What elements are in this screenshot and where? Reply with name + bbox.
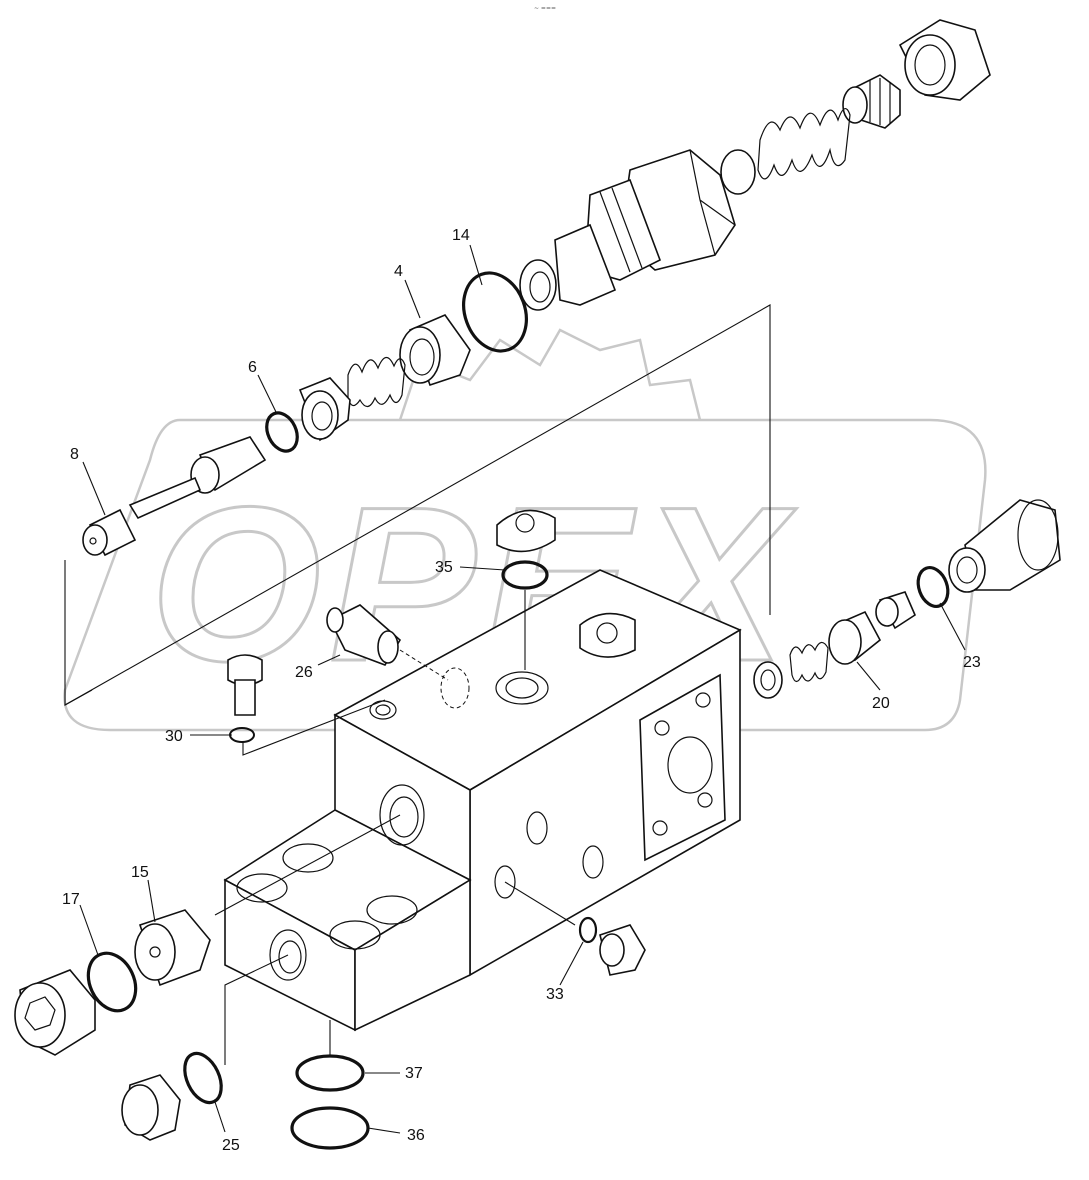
callout-30: 30	[165, 728, 183, 745]
callout-17: 17	[62, 891, 80, 908]
o-ring-37	[295, 1054, 365, 1092]
relief-cartridge-top	[519, 19, 991, 311]
fitting-26	[326, 604, 402, 666]
spring-right	[789, 641, 829, 683]
sleeve-4	[399, 314, 471, 387]
callout-33: 33	[546, 986, 564, 1003]
callout-labels: 14 4 6 8 35 26 30 23 20 15 17 33 37 25 3…	[62, 227, 981, 1154]
plug-33	[599, 924, 646, 976]
o-ring-14	[462, 271, 528, 353]
pilot-pin-8	[82, 436, 267, 557]
header-mark: ~ ===	[534, 5, 556, 12]
callout-8: 8	[70, 446, 79, 463]
sleeve-20	[828, 610, 882, 665]
bolt-30	[227, 654, 263, 716]
o-ring-6	[265, 411, 299, 453]
callout-4: 4	[394, 263, 403, 280]
callout-6: 6	[248, 359, 257, 376]
plug-35	[496, 509, 556, 553]
callout-36: 36	[407, 1127, 425, 1144]
plug-25	[121, 1074, 181, 1141]
callout-14: 14	[452, 227, 470, 244]
o-ring-23	[916, 566, 950, 608]
callout-25: 25	[222, 1137, 240, 1154]
callout-23: 23	[963, 654, 981, 671]
callout-20: 20	[872, 695, 890, 712]
valve-block	[223, 569, 742, 1032]
o-ring-25	[183, 1051, 223, 1105]
seat-right	[753, 661, 783, 699]
callout-26: 26	[295, 664, 313, 681]
check-poppet-right	[875, 591, 917, 630]
relief-cartridge-right	[948, 499, 1061, 593]
spring-upper	[347, 356, 406, 408]
callout-37: 37	[405, 1065, 423, 1082]
callout-15: 15	[131, 864, 149, 881]
o-ring-33	[578, 916, 598, 944]
o-ring-17	[86, 951, 138, 1013]
poppet-seat	[298, 377, 351, 442]
o-ring-35	[501, 560, 549, 590]
plug-17	[14, 969, 96, 1056]
sleeve-15	[134, 909, 211, 987]
callout-35: 35	[435, 559, 453, 576]
o-ring-36	[290, 1106, 370, 1150]
leader-lines	[79, 244, 966, 1134]
